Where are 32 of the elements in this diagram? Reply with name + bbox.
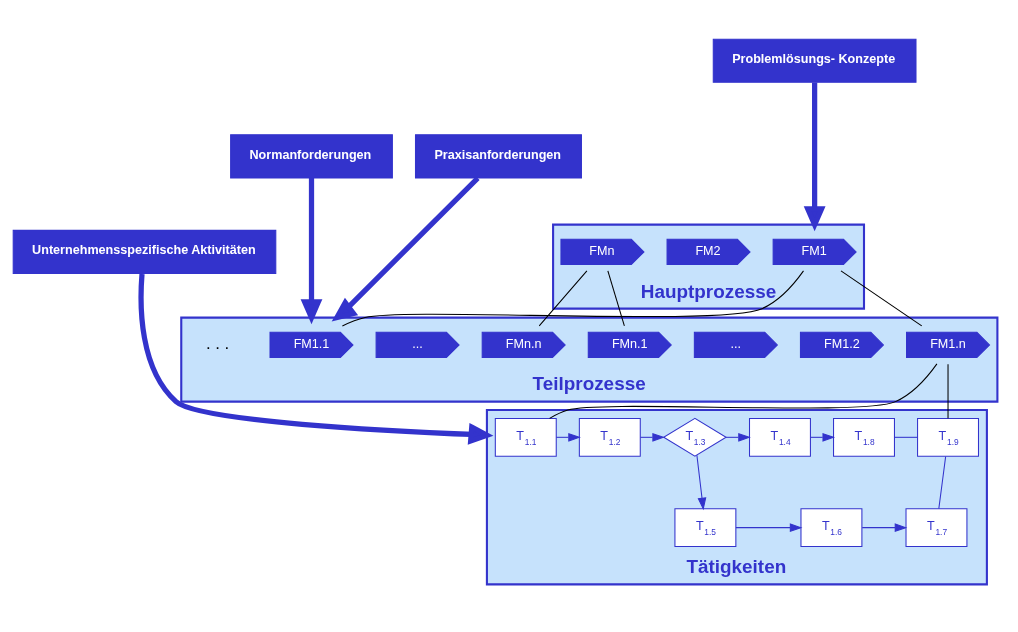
node-diamond: T$_{1.3}$ bbox=[662, 417, 727, 457]
arrow bbox=[803, 82, 826, 232]
arrow bbox=[137, 273, 493, 445]
node-box: Problemlösungs- Konzepte bbox=[712, 38, 916, 83]
node-box: T$_{1.5}$ bbox=[673, 508, 736, 548]
arrow bbox=[639, 432, 665, 442]
connector bbox=[538, 270, 587, 327]
connector bbox=[606, 270, 625, 327]
arrow bbox=[331, 176, 480, 322]
node-box: T$_{1.6}$ bbox=[799, 508, 862, 548]
arrow bbox=[300, 178, 322, 325]
node-box: T$_{1.2}$ bbox=[578, 417, 641, 457]
arrow bbox=[809, 432, 835, 442]
node-box: Unternehmensspezifische Aktivitäten bbox=[12, 229, 276, 274]
connector bbox=[893, 436, 918, 438]
node-box: T$_{1.1}$ bbox=[494, 417, 557, 457]
arrow bbox=[555, 432, 581, 442]
connector bbox=[937, 456, 946, 510]
node-box: Praxisanforderungen bbox=[414, 134, 582, 179]
arrow bbox=[725, 432, 751, 442]
node-box: Normanforderungen bbox=[229, 134, 393, 179]
node-box: T$_{1.4}$ bbox=[748, 417, 811, 457]
arrow bbox=[695, 454, 706, 511]
arrow bbox=[861, 523, 907, 533]
connector bbox=[341, 270, 804, 327]
arrow bbox=[734, 523, 802, 533]
node-box: T$_{1.9}$ bbox=[916, 417, 979, 457]
node-box: T$_{1.8}$ bbox=[832, 417, 895, 457]
label: . . . bbox=[205, 333, 229, 353]
connector bbox=[839, 270, 922, 327]
connector bbox=[548, 363, 937, 419]
node-box: T$_{1.7}$ bbox=[905, 508, 967, 548]
